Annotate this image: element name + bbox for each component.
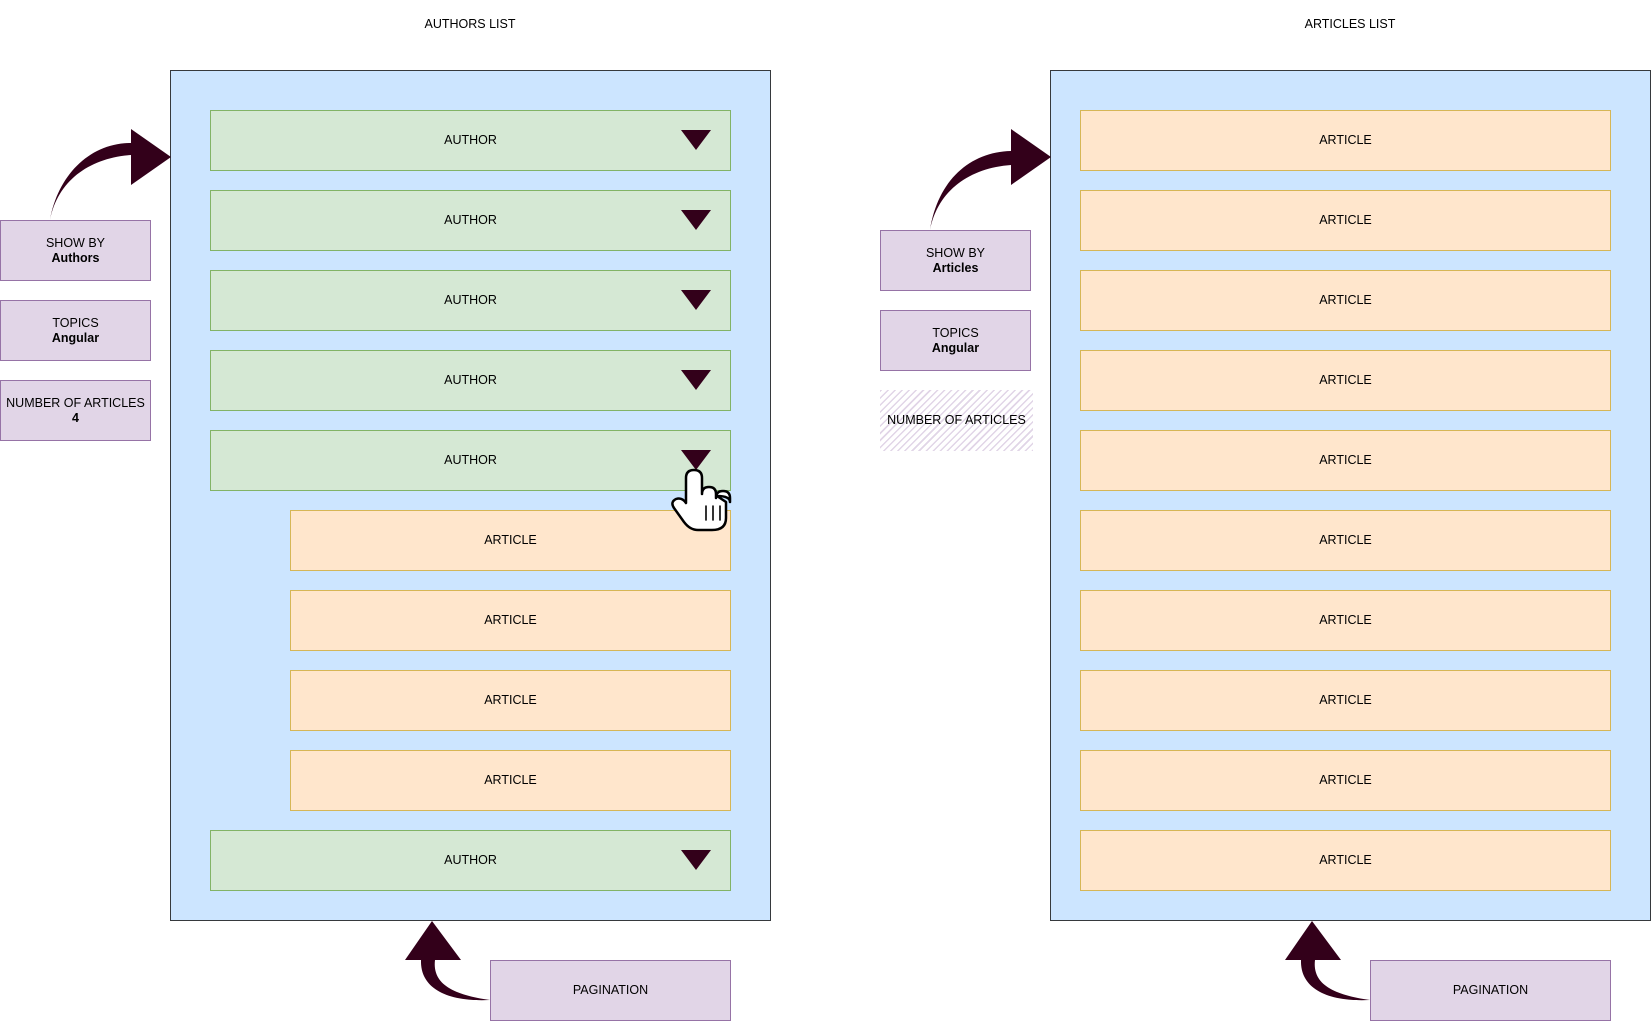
article-row[interactable]: ARTICLE <box>1080 190 1611 251</box>
article-label: ARTICLE <box>484 613 537 628</box>
nested-article-row[interactable]: ARTICLE <box>290 510 731 571</box>
author-label: AUTHOR <box>444 213 497 228</box>
author-label: AUTHOR <box>444 453 497 468</box>
article-label: ARTICLE <box>1319 613 1372 628</box>
author-row[interactable]: AUTHOR <box>210 830 731 891</box>
author-row[interactable]: AUTHOR <box>210 110 731 171</box>
show-by-value: Authors <box>51 250 100 265</box>
article-label: ARTICLE <box>1319 213 1372 228</box>
show-by-label: SHOW BY <box>925 246 986 261</box>
article-row[interactable]: ARTICLE <box>1080 430 1611 491</box>
article-label: ARTICLE <box>484 773 537 788</box>
nested-article-row[interactable]: ARTICLE <box>290 590 731 651</box>
article-label: ARTICLE <box>484 693 537 708</box>
number-of-articles-label: NUMBER OF ARTICLES <box>887 413 1026 428</box>
article-label: ARTICLE <box>484 533 537 548</box>
article-row[interactable]: ARTICLE <box>1080 270 1611 331</box>
article-row[interactable]: ARTICLE <box>1080 350 1611 411</box>
topics-label: TOPICS <box>932 326 979 341</box>
number-of-articles-control-disabled: NUMBER OF ARTICLES <box>880 390 1033 451</box>
triangle-down-icon[interactable] <box>681 850 711 870</box>
article-label: ARTICLE <box>1319 533 1372 548</box>
nested-article-row[interactable]: ARTICLE <box>290 750 731 811</box>
pagination-control[interactable]: PAGINATION <box>1370 960 1611 1021</box>
author-label: AUTHOR <box>444 373 497 388</box>
article-row[interactable]: ARTICLE <box>1080 590 1611 651</box>
triangle-down-icon[interactable] <box>681 450 711 470</box>
pagination-label: PAGINATION <box>572 983 649 998</box>
nested-article-row[interactable]: ARTICLE <box>290 670 731 731</box>
author-label: AUTHOR <box>444 853 497 868</box>
show-by-value: Articles <box>932 260 979 275</box>
pagination-label: PAGINATION <box>1452 983 1529 998</box>
authors-list-title: AUTHORS LIST <box>424 17 516 31</box>
curved-arrow-icon <box>1285 921 1370 1001</box>
author-label: AUTHOR <box>444 293 497 308</box>
topics-control[interactable]: TOPICS Angular <box>0 300 151 361</box>
triangle-down-icon[interactable] <box>681 370 711 390</box>
article-row[interactable]: ARTICLE <box>1080 830 1611 891</box>
article-label: ARTICLE <box>1319 133 1372 148</box>
author-row-expanded[interactable]: AUTHOR <box>210 430 731 491</box>
topics-value: Angular <box>51 330 100 345</box>
hand-pointer-icon <box>671 468 732 532</box>
topics-label: TOPICS <box>52 316 99 331</box>
show-by-control[interactable]: SHOW BY Authors <box>0 220 151 281</box>
article-label: ARTICLE <box>1319 693 1372 708</box>
curved-arrow-icon <box>50 129 171 220</box>
article-row[interactable]: ARTICLE <box>1080 110 1611 171</box>
topics-value: Angular <box>931 340 980 355</box>
triangle-down-icon[interactable] <box>681 130 711 150</box>
author-row[interactable]: AUTHOR <box>210 190 731 251</box>
number-of-articles-value: 4 <box>72 410 79 425</box>
triangle-down-icon[interactable] <box>681 290 711 310</box>
article-label: ARTICLE <box>1319 373 1372 388</box>
show-by-label: SHOW BY <box>45 236 106 251</box>
article-label: ARTICLE <box>1319 293 1372 308</box>
number-of-articles-control[interactable]: NUMBER OF ARTICLES 4 <box>0 380 151 441</box>
article-label: ARTICLE <box>1319 453 1372 468</box>
number-of-articles-label: NUMBER OF ARTICLES <box>6 396 145 411</box>
article-row[interactable]: ARTICLE <box>1080 750 1611 811</box>
article-row[interactable]: ARTICLE <box>1080 510 1611 571</box>
pagination-control[interactable]: PAGINATION <box>490 960 731 1021</box>
author-label: AUTHOR <box>444 133 497 148</box>
curved-arrow-icon <box>405 921 490 1001</box>
article-label: ARTICLE <box>1319 853 1372 868</box>
author-row[interactable]: AUTHOR <box>210 270 731 331</box>
article-row[interactable]: ARTICLE <box>1080 670 1611 731</box>
article-label: ARTICLE <box>1319 773 1372 788</box>
articles-list-title: ARTICLES LIST <box>1304 17 1396 31</box>
curved-arrow-icon <box>930 129 1051 230</box>
show-by-control[interactable]: SHOW BY Articles <box>880 230 1031 291</box>
triangle-down-icon[interactable] <box>681 210 711 230</box>
topics-control[interactable]: TOPICS Angular <box>880 310 1031 371</box>
author-row[interactable]: AUTHOR <box>210 350 731 411</box>
